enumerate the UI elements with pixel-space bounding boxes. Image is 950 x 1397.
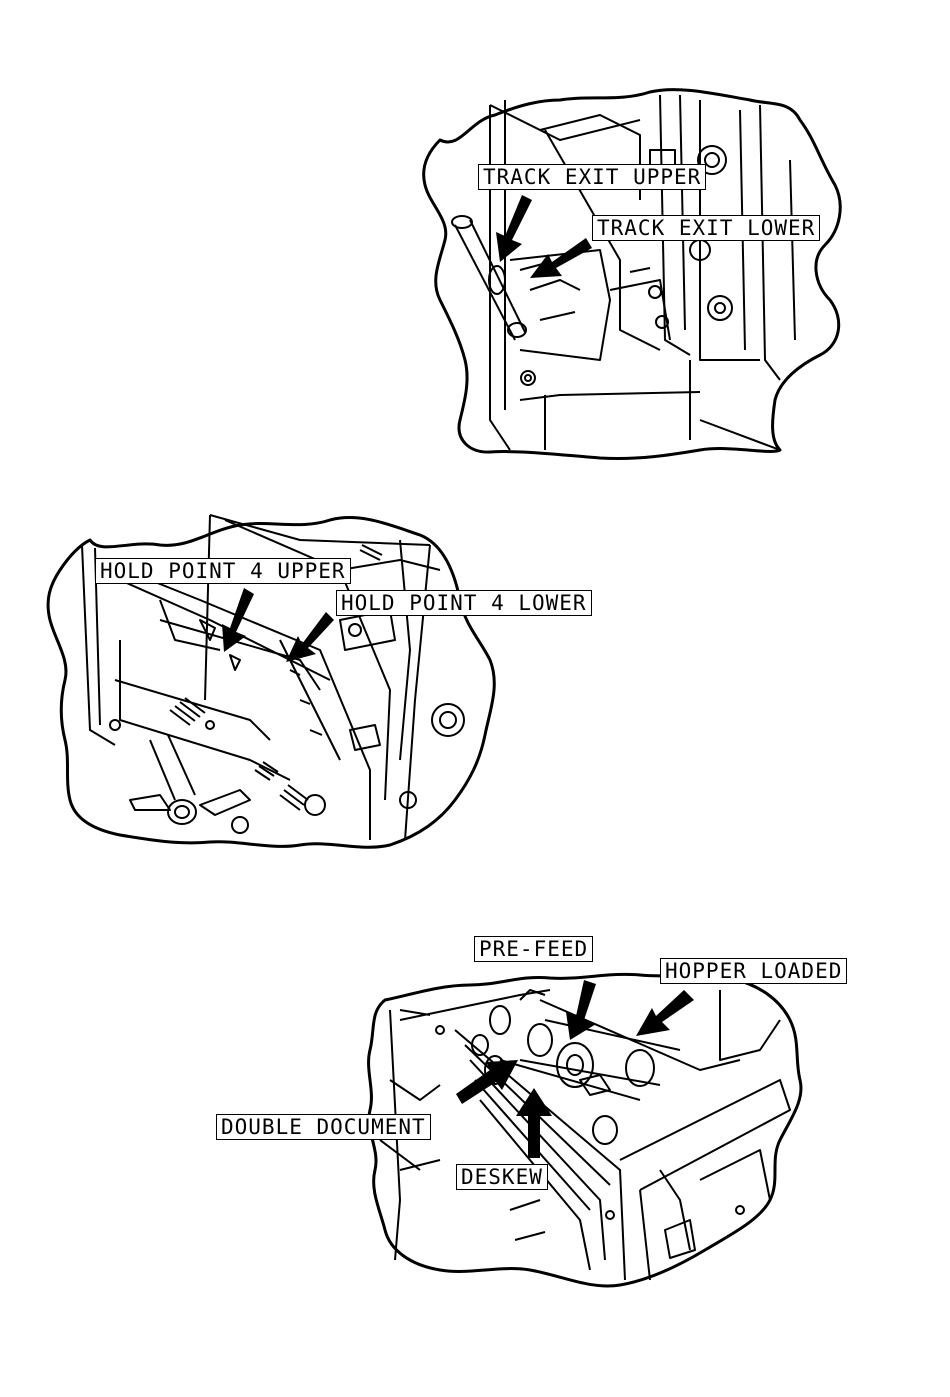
label-double-document: DOUBLE DOCUMENT — [216, 1114, 431, 1140]
label-deskew: DESKEW — [456, 1164, 548, 1190]
label-hopper-loaded: HOPPER LOADED — [660, 958, 847, 984]
arrow-hopper-loaded — [636, 990, 694, 1036]
label-pre-feed: PRE-FEED — [474, 936, 593, 962]
